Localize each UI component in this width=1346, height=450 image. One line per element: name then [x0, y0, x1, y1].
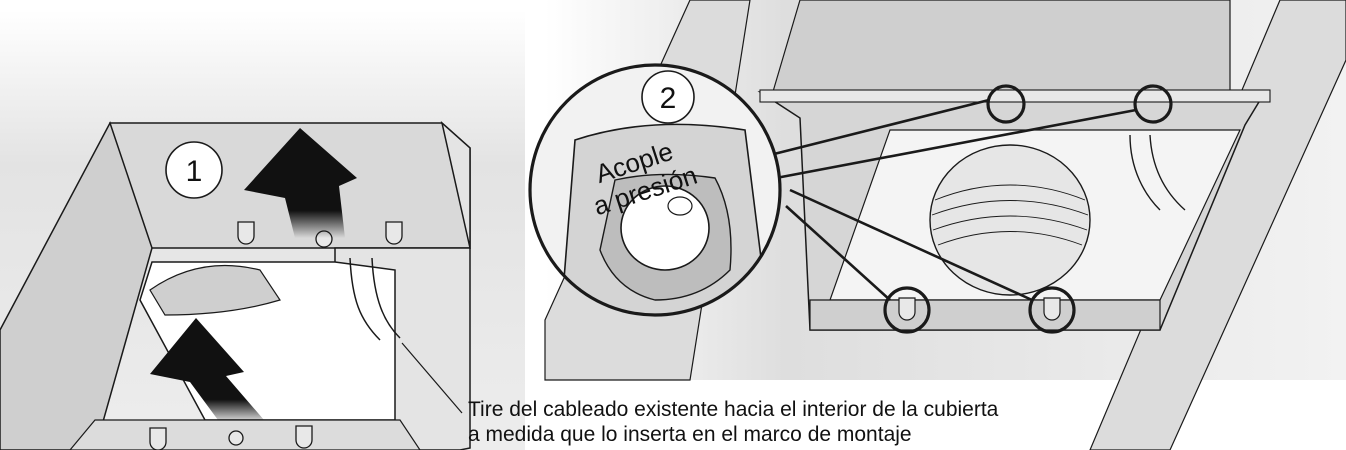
- frame-bottom-rail: [809, 299, 1161, 331]
- step1-illustration: 1: [0, 10, 525, 450]
- caption-line-1: Tire del cableado existente hacia el int…: [468, 398, 999, 421]
- up-arrow-bottom[interactable]: [150, 318, 264, 420]
- up-arrow-top[interactable]: [244, 128, 357, 238]
- caption-line-2: a medida que lo inserta en el marco de m…: [468, 423, 912, 446]
- callout-leaders: [769, 98, 1137, 302]
- snap-point-circles[interactable]: [883, 84, 1173, 334]
- housing-box: [771, 0, 1231, 96]
- housing-left-face: [0, 121, 153, 450]
- wiring-right: [1129, 134, 1186, 211]
- wiring-instruction-caption: Tire del cableado existente hacia el int…: [468, 397, 1088, 447]
- duct-collar: [149, 264, 281, 316]
- duct-ribs: [931, 184, 1089, 246]
- step1-badge: [165, 141, 223, 199]
- mounting-tabs: [149, 221, 403, 450]
- step2-number: 2: [660, 82, 677, 115]
- frame-top-rail: [759, 89, 1271, 103]
- caption-leader-line: [401, 342, 463, 414]
- step2-badge: [641, 70, 695, 124]
- housing-bottom-rail: [69, 419, 421, 450]
- right-joist[interactable]: [1089, 0, 1346, 450]
- duct-outlet: [929, 144, 1091, 296]
- snap-fit-callout: Acople a presión 2: [528, 63, 782, 317]
- step1-number: 1: [186, 155, 203, 188]
- step2-illustration: Acople a presión 2: [528, 0, 1346, 450]
- snap-tabs: [898, 297, 1061, 321]
- existing-wiring: [349, 257, 401, 341]
